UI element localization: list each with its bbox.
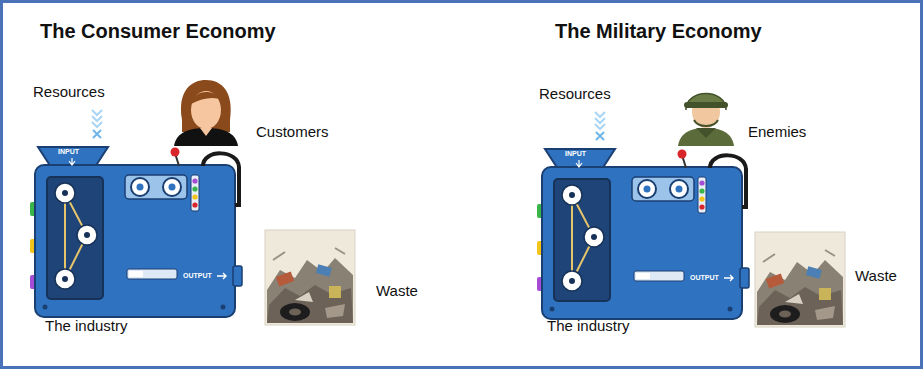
machine-label: The industry: [547, 318, 630, 335]
customer-icon: [174, 80, 238, 146]
machine-text: INPUT: [565, 150, 586, 158]
panel-heading: The Consumer Economy: [40, 20, 276, 42]
industry-machine: [537, 149, 749, 319]
input-label: Resources: [33, 84, 105, 101]
market-label: Enemies: [748, 124, 806, 141]
panel-heading: The Military Economy: [555, 20, 762, 42]
resource-flow-mark: [595, 112, 605, 140]
output-label: Waste: [855, 268, 897, 285]
soldier-icon: [678, 94, 734, 147]
input-label: Resources: [539, 86, 611, 103]
waste-picture: [755, 232, 845, 327]
machine-text: OUTPUT: [690, 274, 719, 282]
output-label: Waste: [376, 283, 418, 300]
machine-label: The industry: [45, 318, 128, 335]
machine-text: OUTPUT: [183, 272, 212, 280]
waste-picture: [265, 230, 355, 325]
industry-machine: [30, 147, 242, 317]
resource-flow-mark: [92, 110, 102, 138]
machine-text: INPUT: [58, 148, 79, 156]
market-label: Customers: [256, 124, 329, 141]
